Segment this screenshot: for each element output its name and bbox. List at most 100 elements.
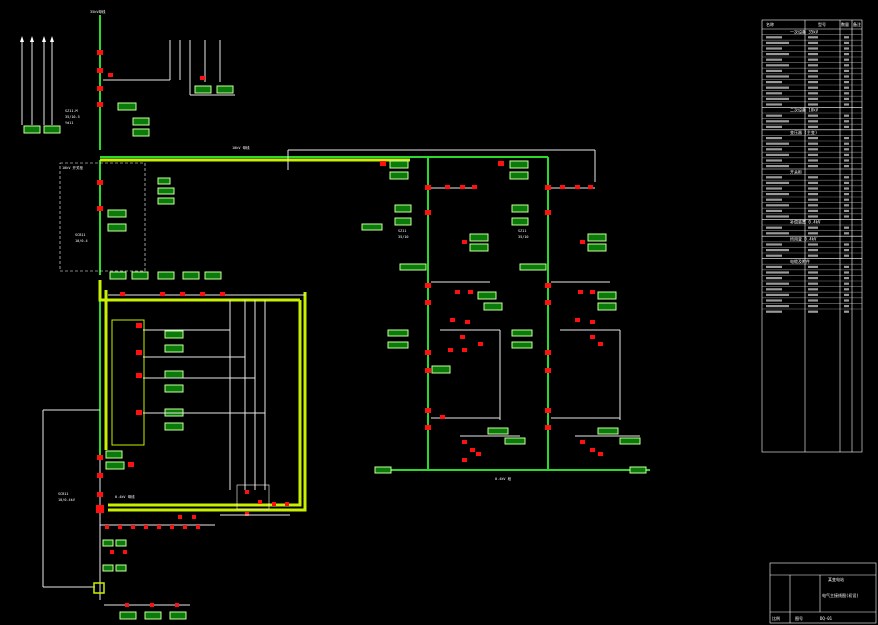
legend-row-qty <box>844 159 849 162</box>
svg-text:35/10: 35/10 <box>518 235 529 239</box>
legend-row-qty <box>844 148 849 151</box>
legend-row-text <box>766 299 782 302</box>
legend-row-model <box>808 265 818 268</box>
legend-row-text <box>766 58 782 61</box>
legend-row-text <box>766 75 789 78</box>
legend-row-qty <box>844 288 849 291</box>
legend-row-qty <box>844 310 849 313</box>
svg-text:Yd11: Yd11 <box>65 121 73 125</box>
legend-row-qty <box>844 176 849 179</box>
legend-row-text <box>766 114 782 117</box>
legend-row-text <box>766 187 782 190</box>
legend-row-model <box>808 125 818 128</box>
switchgear-panel: 10kV 开关柜 SCB11 10/0.4 <box>59 162 175 272</box>
legend-row-text <box>766 153 789 156</box>
legend-row-qty <box>844 181 849 184</box>
legend-row-qty <box>844 69 849 72</box>
svg-text:SZ11: SZ11 <box>518 229 526 233</box>
main-column-breakers: 0.4kV 母线 SCB11 10/0.4kV <box>58 450 135 513</box>
transformer-group-2: SZ11 35/10 <box>420 156 641 470</box>
legend-row-text <box>766 243 782 246</box>
legend-row-model <box>808 277 818 280</box>
legend-row-text <box>766 142 789 145</box>
svg-text:10/0.4kV: 10/0.4kV <box>58 498 76 502</box>
title-block-scale-label: 比例 <box>772 615 780 621</box>
legend-row-text <box>766 47 782 50</box>
legend-row-text <box>766 254 782 257</box>
legend-row-qty <box>844 36 849 39</box>
legend-row-text <box>766 92 782 95</box>
svg-text:SZ11: SZ11 <box>398 229 406 233</box>
legend-row-model <box>808 204 818 207</box>
legend-row-model <box>808 81 818 84</box>
lower-feeders <box>42 271 266 588</box>
legend-row-qty <box>844 103 849 106</box>
legend-row-text <box>766 282 789 285</box>
legend-row-model <box>808 288 818 291</box>
legend-row-qty <box>844 64 849 67</box>
title-block: 某变电站 电气主接线图(初设) 比例 图号 DQ-01 <box>769 562 877 624</box>
legend-row-text <box>766 97 789 100</box>
legend-row-text <box>766 176 782 179</box>
legend-row-text <box>766 204 789 207</box>
legend-row-model <box>808 114 818 117</box>
legend-section-title: 所用变 0.4kV <box>790 236 817 242</box>
tie-panel <box>178 484 290 519</box>
legend-row-qty <box>844 153 849 156</box>
legend-row-text <box>766 64 789 67</box>
legend-row-text <box>766 41 789 44</box>
legend-header-note: 备注 <box>853 21 861 27</box>
legend-row-model <box>808 69 818 72</box>
legend-row-text <box>766 265 782 268</box>
legend-row-model <box>808 142 818 145</box>
legend-row-qty <box>844 226 849 229</box>
legend-row-model <box>808 75 818 78</box>
legend-row-model <box>808 243 818 246</box>
legend-row-text <box>766 159 782 162</box>
legend-row-text <box>766 36 782 39</box>
legend-row-model <box>808 198 818 201</box>
legend-row-text <box>766 226 782 229</box>
legend-row-text <box>766 288 782 291</box>
legend-row-model <box>808 305 818 308</box>
incoming-box-2 <box>43 125 61 134</box>
legend-row-qty <box>844 232 849 235</box>
legend-row-qty <box>844 204 849 207</box>
title-block-sheet-label: 图号 <box>795 615 803 621</box>
legend-row-text <box>766 53 789 56</box>
left-feeder-column: 35kV母线 <box>20 9 420 620</box>
legend-row-model <box>808 282 818 285</box>
title-block-drawing-no: DQ-01 <box>820 616 833 621</box>
legend-row-text <box>766 181 789 184</box>
legend-row-text <box>766 249 789 252</box>
svg-text:35/10: 35/10 <box>398 235 409 239</box>
legend-row-text <box>766 215 789 218</box>
title-block-project: 某变电站 <box>828 576 844 582</box>
legend-row-qty <box>844 209 849 212</box>
main-bus-label-group: 10kV 母线 <box>232 145 596 182</box>
legend-row-text <box>766 209 782 212</box>
legend-row-qty <box>844 47 849 50</box>
legend-section-title: 一次设备 35kV <box>790 28 819 34</box>
legend-section-title: 变压器 (主变) <box>790 129 817 135</box>
legend-row-model <box>808 153 818 156</box>
legend-row-model <box>808 137 818 140</box>
transformer-group-1: SZ11 35/10 <box>361 157 526 470</box>
incoming-box-1 <box>23 125 41 134</box>
bus-secondary-label: 0.4kV 母线 <box>115 494 135 499</box>
legend-row-model <box>808 226 818 229</box>
legend-row-qty <box>844 305 849 308</box>
legend-row-text <box>766 137 782 140</box>
legend-header-qty: 数量 <box>841 21 849 27</box>
top-bus-label: 35kV母线 <box>90 9 106 14</box>
legend-section-title: 补偿装置 0.4kV <box>790 219 821 225</box>
legend-row-model <box>808 176 818 179</box>
legend-row-model <box>808 193 818 196</box>
svg-text:35/10.5: 35/10.5 <box>65 115 80 119</box>
legend-row-text <box>766 271 789 274</box>
svg-text:SCB11: SCB11 <box>75 233 86 237</box>
legend-section-title: 二次设备 10kV <box>790 107 819 113</box>
legend-row-qty <box>844 187 849 190</box>
legend-row-qty <box>844 249 849 252</box>
legend-row-text <box>766 277 782 280</box>
